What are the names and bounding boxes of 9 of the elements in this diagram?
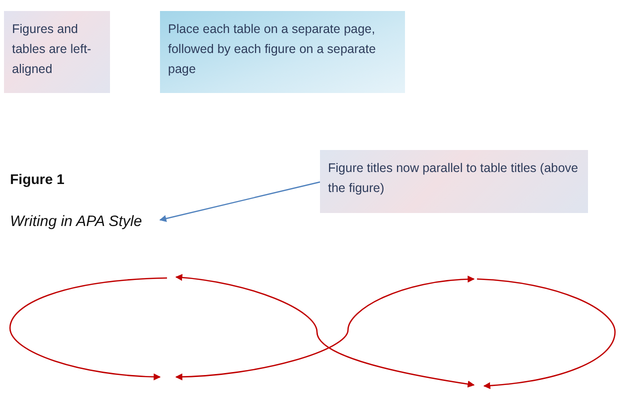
callout-box [320,150,588,213]
figure-number: Figure 1 [10,171,64,187]
note-text: Figure titles now parallel to table titles (above the figure) [328,160,580,197]
note-text: Figures and tables are left-aligned [12,21,92,78]
note-text: Place each table on a separate page, followed by each figure on a separate page [168,21,377,78]
note-box [160,11,405,93]
note-box [4,11,110,93]
figure-title: Writing in APA Style [4,210,164,236]
arrow [159,181,320,222]
